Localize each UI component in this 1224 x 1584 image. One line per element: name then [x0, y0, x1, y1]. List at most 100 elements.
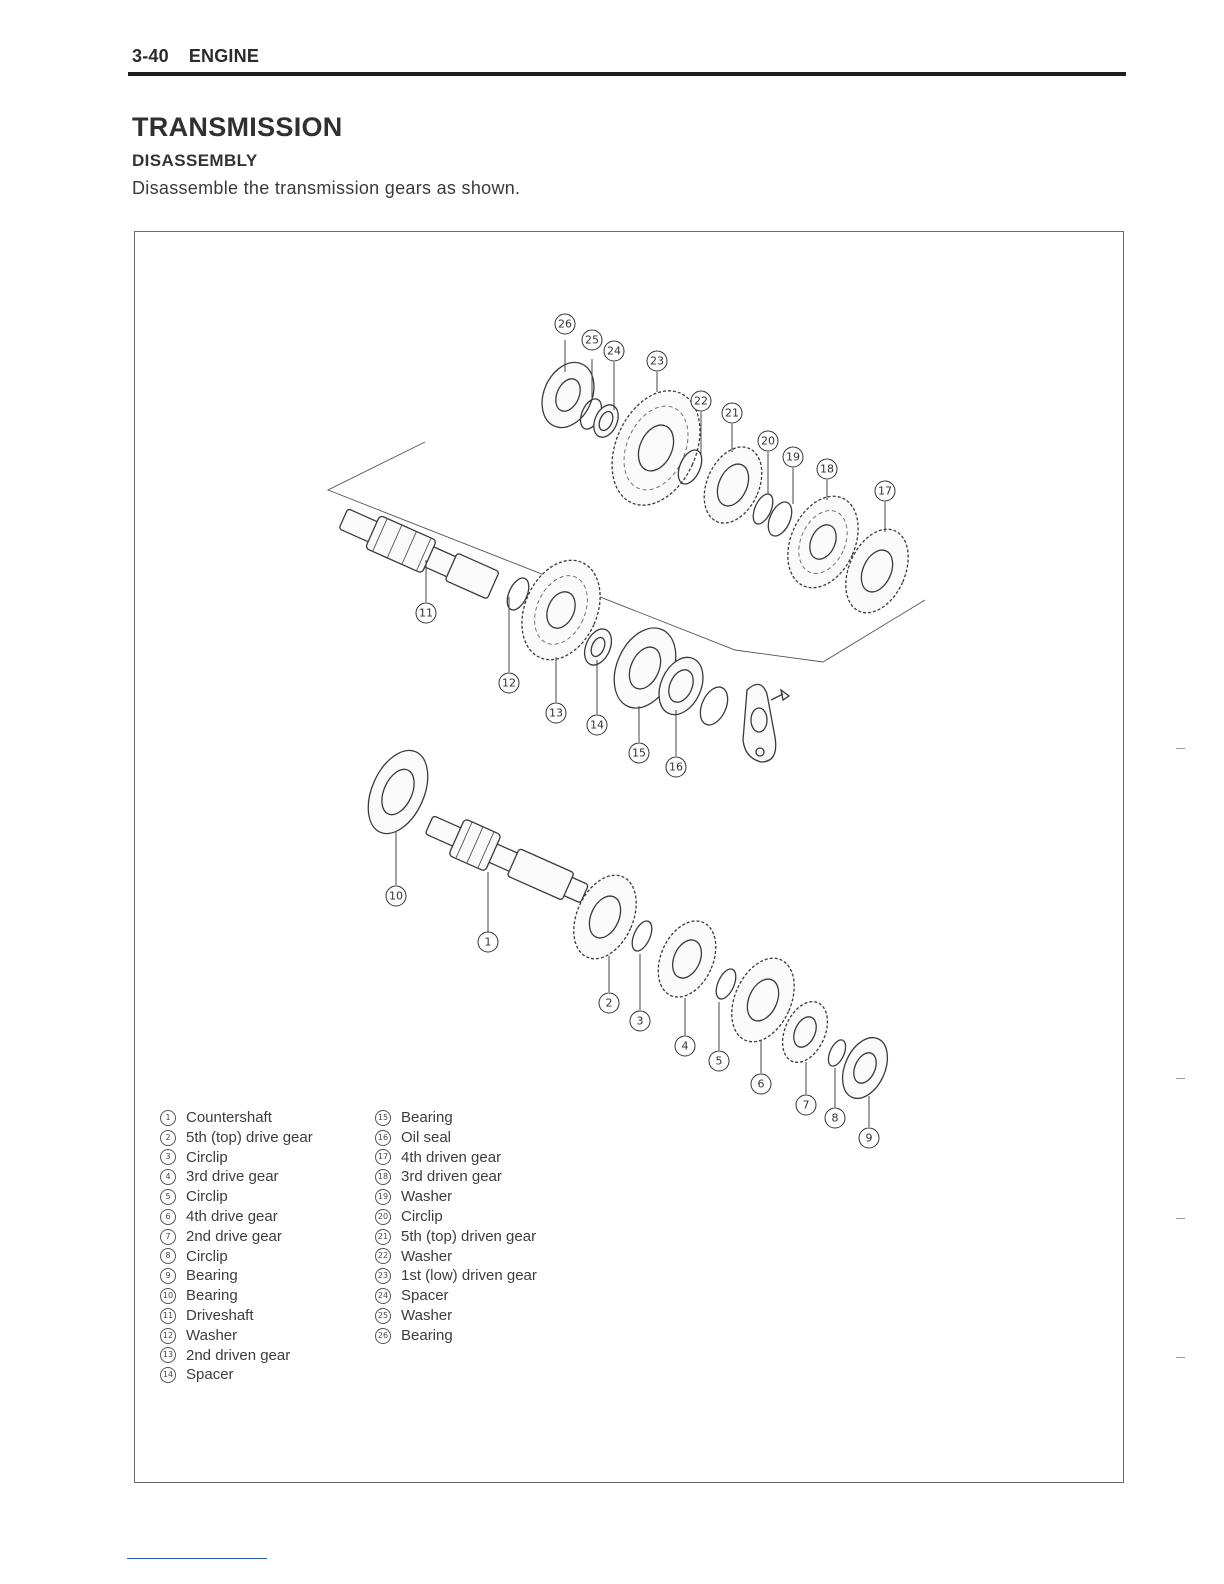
callout-19: 19: [782, 446, 804, 468]
legend-label: 4th drive gear: [186, 1207, 278, 1225]
svg-text:10: 10: [389, 890, 403, 903]
legend-item: 13 2nd driven gear: [160, 1346, 313, 1366]
callout-26: 26: [554, 313, 576, 335]
svg-text:14: 14: [590, 719, 604, 732]
legend-number: 16: [375, 1129, 391, 1146]
margin-mark: [1176, 748, 1185, 749]
legend-number: 9: [160, 1268, 176, 1285]
svg-text:11: 11: [419, 607, 433, 620]
legend-label: 3rd drive gear: [186, 1168, 279, 1186]
legend-label: 2nd drive gear: [186, 1227, 282, 1245]
legend-item: 4 3rd drive gear: [160, 1167, 313, 1187]
svg-text:12: 12: [502, 677, 516, 690]
legend-number: 23: [375, 1268, 391, 1285]
legend-label: Spacer: [401, 1287, 449, 1305]
legend-number: 2: [160, 1129, 176, 1146]
figure-frame: [134, 231, 1124, 1483]
legend-label: Driveshaft: [186, 1306, 254, 1324]
svg-text:18: 18: [820, 463, 834, 476]
legend-label: 2nd driven gear: [186, 1346, 291, 1364]
legend-label: Washer: [401, 1306, 453, 1324]
footer-link-underline: [127, 1558, 267, 1559]
svg-text:16: 16: [669, 761, 683, 774]
callout-7: 7: [795, 1094, 817, 1116]
legend-label: Countershaft: [186, 1109, 272, 1126]
page-header: 3-40 ENGINE: [132, 46, 259, 67]
svg-text:26: 26: [558, 318, 572, 331]
legend-label: Bearing: [186, 1267, 238, 1285]
svg-text:19: 19: [786, 451, 800, 464]
section-name: ENGINE: [188, 46, 260, 66]
svg-text:23: 23: [650, 355, 664, 368]
header-rule: [128, 72, 1126, 76]
legend-number: 10: [160, 1288, 176, 1305]
legend-item: 6 4th drive gear: [160, 1207, 313, 1227]
legend-number: 21: [375, 1228, 391, 1245]
legend-number: 7: [160, 1228, 176, 1245]
callout-20: 20: [757, 430, 779, 452]
countershaft-assembly-drawing: [367, 749, 889, 1099]
callout-22: 22: [690, 390, 712, 412]
svg-text:15: 15: [632, 747, 646, 760]
page-number: 3-40: [132, 46, 169, 66]
legend-number: 3: [160, 1149, 176, 1166]
legend-number: 1: [160, 1109, 176, 1126]
svg-text:25: 25: [585, 334, 599, 347]
callout-16: 16: [665, 756, 687, 778]
callout-17: 17: [874, 480, 896, 502]
legend-number: 11: [160, 1307, 176, 1324]
legend-number: 8: [160, 1248, 176, 1265]
svg-text:3: 3: [637, 1015, 644, 1028]
legend-number: 14: [160, 1367, 176, 1384]
legend-item: 7 2nd drive gear: [160, 1227, 313, 1247]
legend-number: 20: [375, 1208, 391, 1225]
legend-label: 4th driven gear: [401, 1148, 502, 1166]
svg-text:7: 7: [803, 1099, 810, 1112]
svg-text:8: 8: [832, 1112, 839, 1125]
callout-11: 11: [415, 602, 437, 624]
svg-text:24: 24: [607, 345, 621, 358]
margin-mark: [1176, 1218, 1185, 1219]
svg-text:21: 21: [725, 407, 739, 420]
callout-13: 13: [545, 702, 567, 724]
legend-number: 13: [160, 1347, 176, 1364]
legend-label: Bearing: [186, 1287, 238, 1305]
callout-3: 3: [629, 1010, 651, 1032]
legend-label: Bearing: [401, 1326, 453, 1344]
legend-item: 23 1st (low) driven gear: [375, 1266, 537, 1286]
legend-item: 9 Bearing: [160, 1266, 313, 1286]
legend-item: 1 Countershaft: [160, 1108, 313, 1128]
svg-text:5: 5: [716, 1055, 723, 1068]
page-title: TRANSMISSION: [132, 112, 343, 142]
callout-24: 24: [603, 340, 625, 362]
legend-label: 1st (low) driven gear: [401, 1267, 537, 1285]
callout-8: 8: [824, 1107, 846, 1129]
callout-6: 6: [750, 1073, 772, 1095]
callout-15: 15: [628, 742, 650, 764]
section-subtitle: DISASSEMBLY: [132, 151, 258, 170]
legend-number: 19: [375, 1189, 391, 1206]
callout-23: 23: [646, 350, 668, 372]
callout-25: 25: [581, 329, 603, 351]
callout-18: 18: [816, 458, 838, 480]
legend-item: 11 Driveshaft: [160, 1306, 313, 1326]
legend-number: 4: [160, 1169, 176, 1186]
instruction-text: Disassemble the transmission gears as sh…: [132, 178, 521, 198]
legend-item: 10 Bearing: [160, 1286, 313, 1306]
legend-number: 6: [160, 1208, 176, 1225]
driveshaft-assembly-drawing: [326, 361, 926, 763]
legend-number: 12: [160, 1327, 176, 1344]
legend-label: Circlip: [401, 1207, 443, 1225]
